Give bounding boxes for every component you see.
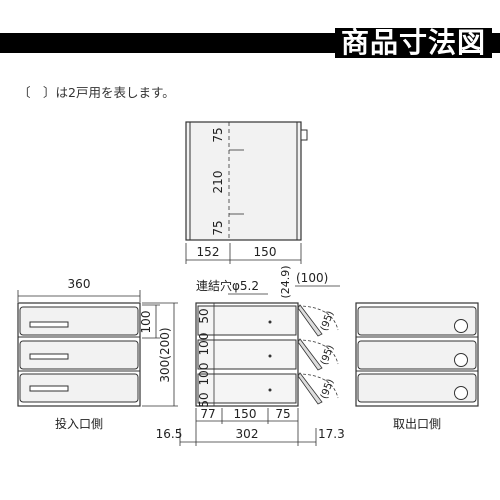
top-depth-dim-1: 75 bbox=[211, 127, 225, 142]
back-lock-2-icon bbox=[454, 353, 468, 367]
top-view-handle bbox=[300, 129, 308, 141]
front-door-2 bbox=[19, 340, 139, 370]
side-bottom-dim-3: 75 bbox=[275, 407, 290, 421]
top-depth-dim-2: 210 bbox=[211, 171, 225, 194]
side-vert-dim-3: 100 bbox=[197, 363, 211, 386]
side-overall-dim-2: 302 bbox=[236, 427, 259, 441]
front-overall-height: 300(200) bbox=[158, 327, 172, 382]
side-view: 連結穴φ5.2 (24.9) (100) (95) (95) (95) bbox=[156, 265, 345, 446]
page-title: 商品寸法図 bbox=[334, 28, 492, 58]
front-view: 360 100 300(200) 投入口側 bbox=[17, 277, 178, 431]
front-slot-1 bbox=[29, 321, 69, 328]
side-bottom-dim-1: 77 bbox=[200, 407, 215, 421]
side-vert-dim-4: 50 bbox=[197, 392, 211, 407]
side-arc-label-3: (95) bbox=[319, 378, 336, 401]
side-top-right: (100) bbox=[296, 271, 328, 285]
side-vert-dim-1: 50 bbox=[197, 308, 211, 323]
two-unit-note: 〔 〕は2戸用を表します。 bbox=[18, 85, 175, 100]
title-banner: 商品寸法図 bbox=[0, 28, 500, 58]
side-arc-label-2: (95) bbox=[319, 344, 336, 367]
side-bottom-dim-2: 150 bbox=[234, 407, 257, 421]
side-arc-label-1: (95) bbox=[319, 310, 336, 333]
front-view-caption: 投入口側 bbox=[55, 416, 103, 431]
back-lock-1-icon bbox=[454, 319, 468, 333]
front-door-height: 100 bbox=[139, 311, 153, 334]
back-lock-3-icon bbox=[454, 386, 468, 400]
side-unit-2 bbox=[197, 339, 297, 370]
top-view-outline bbox=[185, 121, 302, 241]
front-slot-2 bbox=[29, 353, 69, 360]
side-hole-label: 連結穴φ5.2 bbox=[196, 278, 259, 293]
side-overall-dim-1: 16.5 bbox=[156, 427, 183, 441]
back-view-caption: 取出口側 bbox=[393, 417, 441, 431]
side-unit-3 bbox=[197, 373, 297, 404]
top-width-dim-2: 150 bbox=[254, 245, 277, 259]
side-overall-dim-3: 17.3 bbox=[318, 427, 345, 441]
front-overall-width: 360 bbox=[68, 277, 91, 291]
front-door-1 bbox=[19, 306, 139, 336]
side-vert-dim-2: 100 bbox=[197, 333, 211, 356]
back-door-1 bbox=[357, 306, 477, 336]
top-width-dim-1: 152 bbox=[197, 245, 220, 259]
back-door-3 bbox=[357, 373, 477, 403]
back-view: 取出口側 bbox=[355, 302, 479, 431]
side-top-gap: (24.9) bbox=[279, 265, 292, 298]
top-view: 75 210 75 152 150 bbox=[185, 121, 308, 264]
back-door-2 bbox=[357, 340, 477, 370]
side-unit-1 bbox=[197, 305, 297, 336]
front-slot-3 bbox=[29, 385, 69, 392]
front-door-3 bbox=[19, 373, 139, 403]
top-depth-dim-3: 75 bbox=[211, 220, 225, 235]
